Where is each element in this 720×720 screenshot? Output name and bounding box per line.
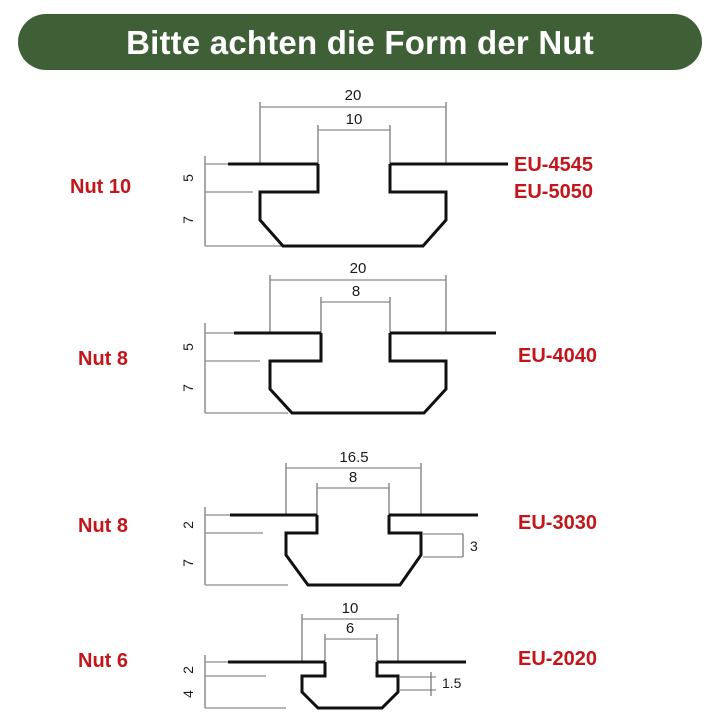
part-label: EU-3030 [518,512,597,534]
header-banner: Bitte achten die Form der Nut [18,14,702,70]
part-label: EU-4040 [518,345,597,367]
dimension-side-row-2: 3 [470,538,478,554]
nut-label-row-3: Nut 6 [78,650,128,672]
nut-label-row-2: Nut 8 [78,515,128,537]
part-labels-row-2: EU-3030 [518,510,597,537]
profile-row-nut-6-2020: Nut 6 EU-2020 10 6 2 4 1.5 [0,600,720,720]
part-label: EU-5050 [514,181,593,203]
nut-label-row-1: Nut 8 [78,348,128,370]
profile-drawing-row-1: 20 8 5 7 [180,260,496,415]
dimension-top-row-0: 5 [180,174,196,182]
profile-drawing-row-2: 16.5 8 2 7 3 [180,449,478,587]
dimension-bottom-row-1: 7 [180,384,196,392]
dimension-bottom-row-0: 7 [180,216,196,224]
dimension-bottom-row-3: 4 [180,690,196,698]
part-label: EU-4545 [514,154,593,176]
dimension-outer-row-0: 20 [345,87,362,104]
part-labels-row-0: EU-4545 EU-5050 [514,152,593,206]
dimension-outer-row-3: 10 [342,600,359,617]
page-title: Bitte achten die Form der Nut [126,23,594,61]
profile-drawing-row-3: 10 6 2 4 1.5 [180,600,466,710]
part-label: EU-2020 [518,648,597,670]
nut-label-row-0: Nut 10 [70,176,132,198]
part-labels-row-3: EU-2020 [518,646,597,673]
dimension-opening-row-2: 8 [349,469,357,486]
profile-row-nut-8-3030: Nut 8 EU-3030 16.5 8 2 7 3 [0,445,720,595]
dimension-opening-row-0: 10 [346,111,363,128]
dimension-outer-row-2: 16.5 [339,449,368,466]
profile-drawing-row-0: 20 10 5 7 [180,87,508,248]
dimension-bottom-row-2: 7 [180,559,196,567]
dimension-opening-row-3: 6 [346,620,354,637]
dimension-outer-row-1: 20 [350,260,367,277]
dimension-top-row-3: 2 [180,666,196,674]
profile-row-nut-8-4040: Nut 8 EU-4040 20 8 5 7 [0,255,720,423]
dimension-top-row-1: 5 [180,343,196,351]
dimension-side-row-3: 1.5 [442,675,462,691]
dimension-opening-row-1: 8 [352,283,360,300]
part-labels-row-1: EU-4040 [518,343,597,370]
profile-row-nut-10: Nut 10 EU-4545 EU-5050 20 10 5 7 [0,80,720,255]
dimension-top-row-2: 2 [180,521,196,529]
